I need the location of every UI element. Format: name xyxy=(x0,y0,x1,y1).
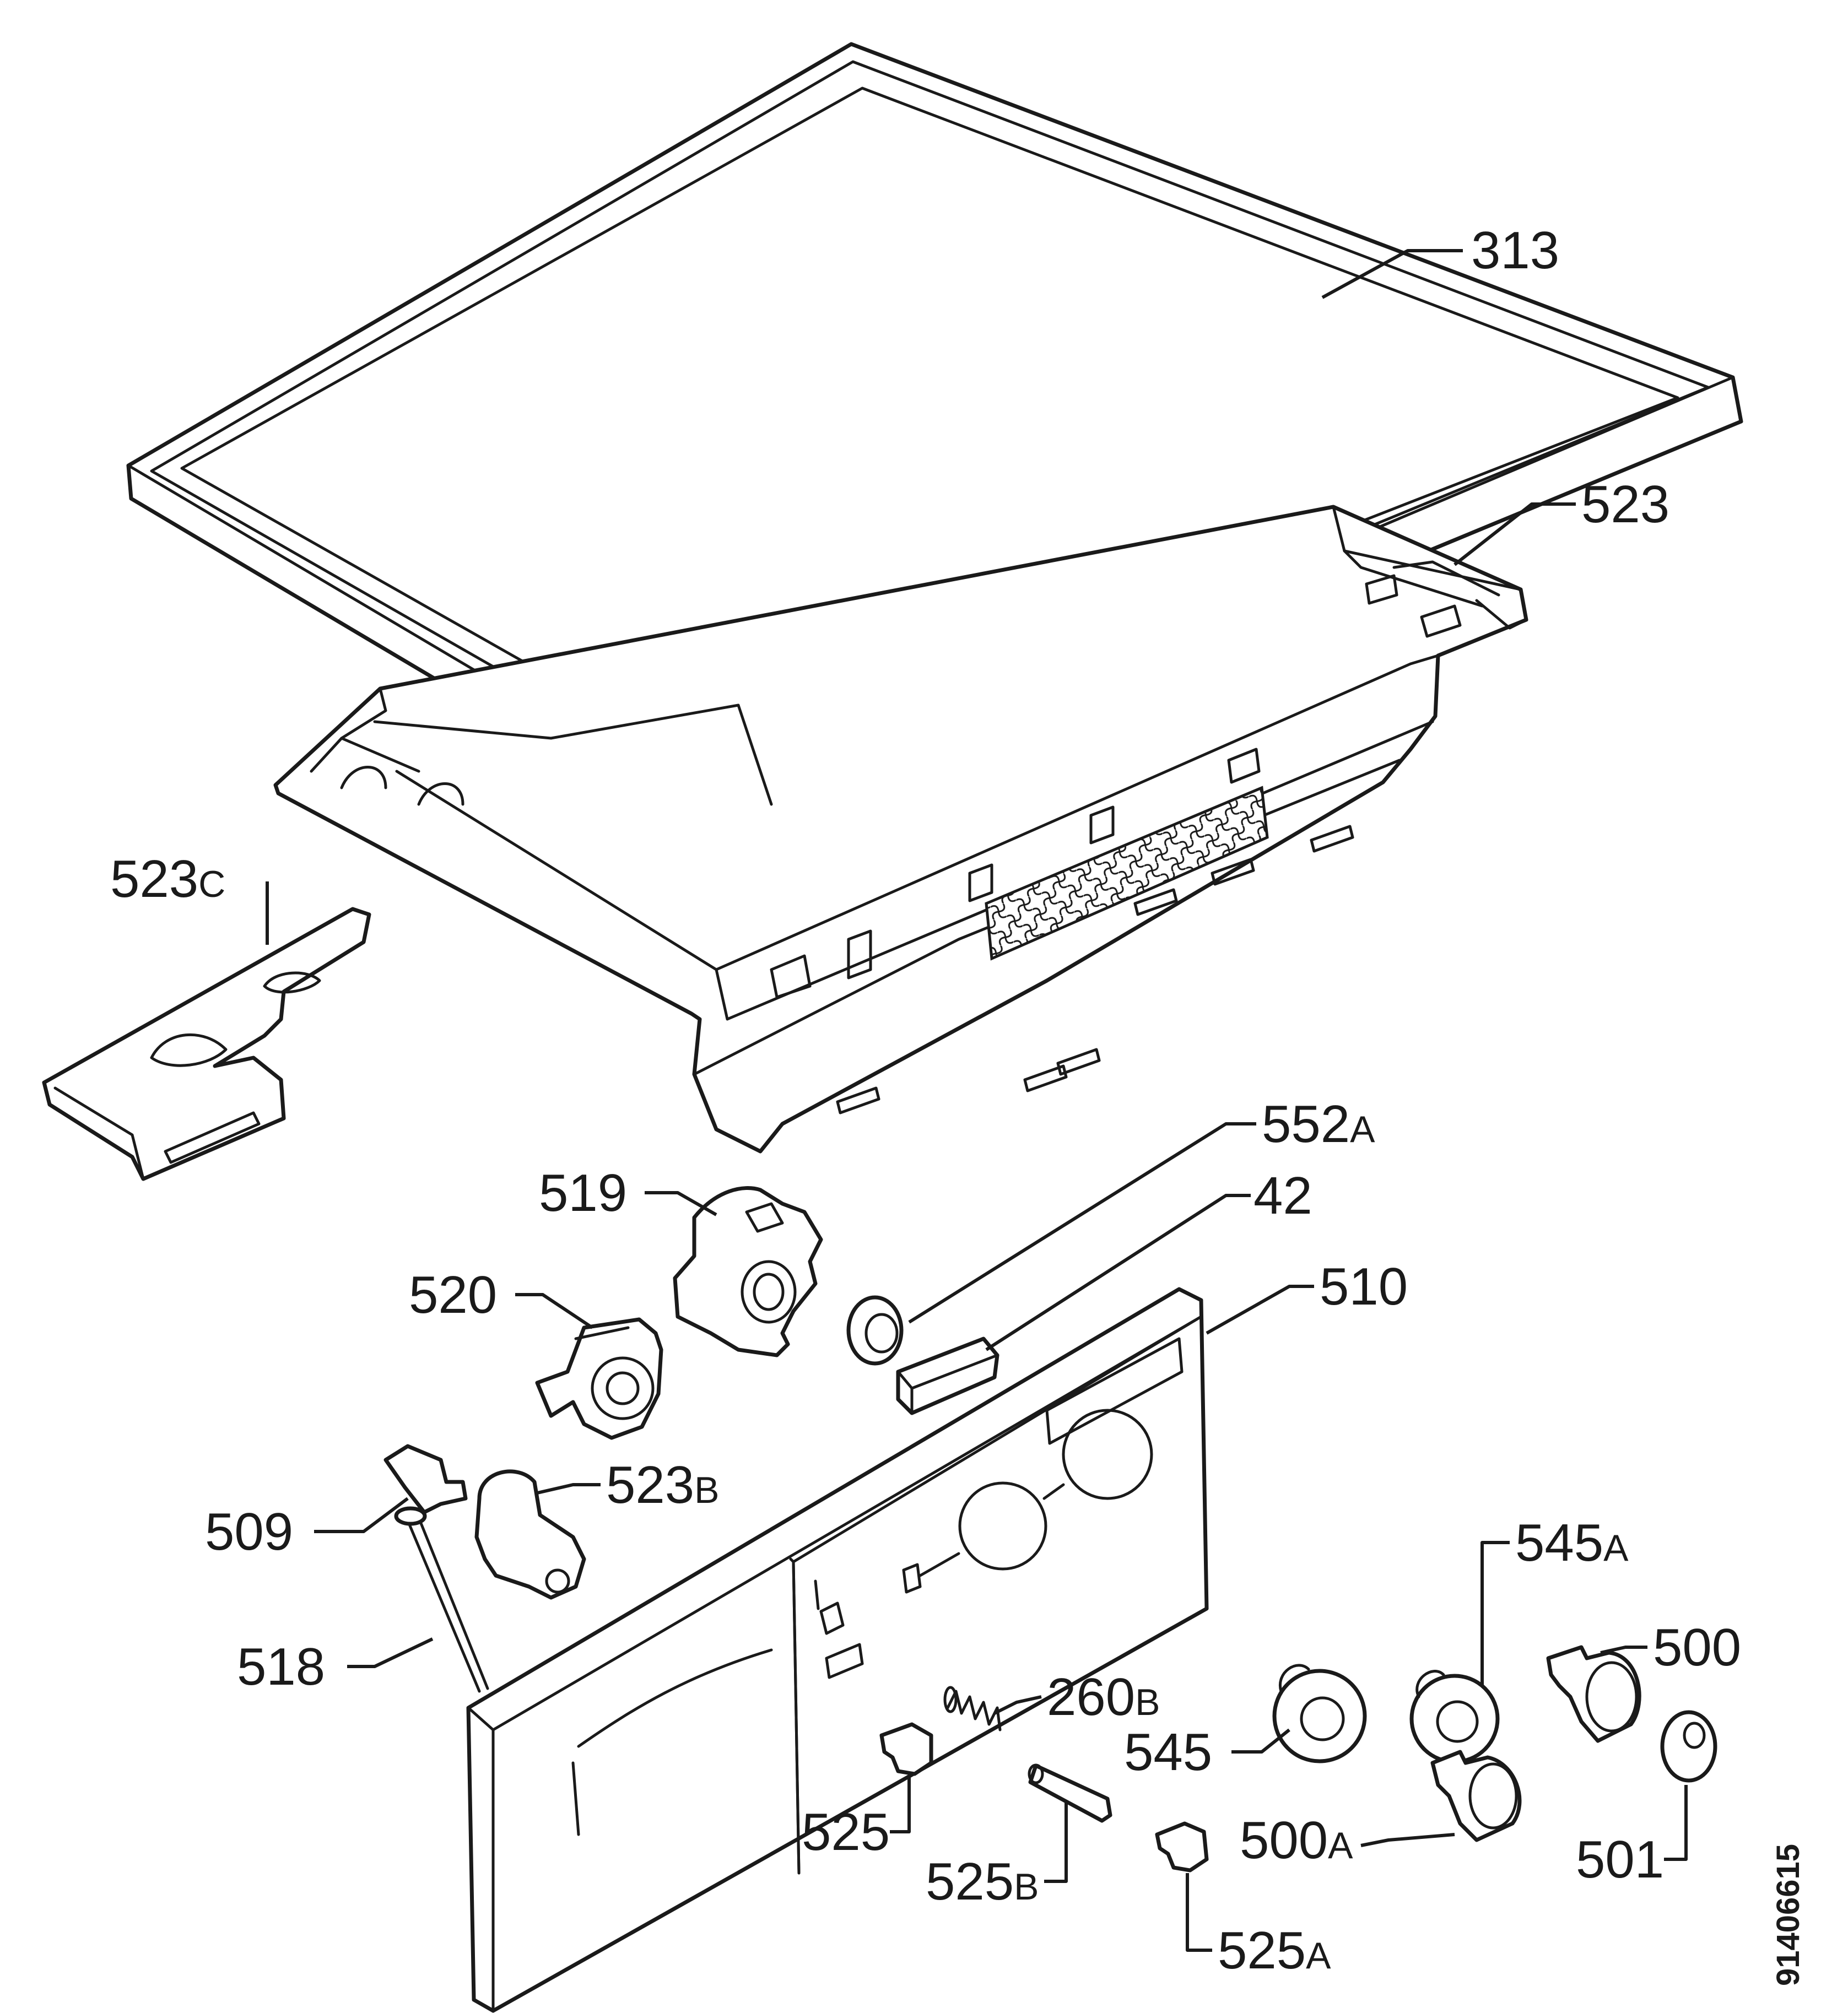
callout-525a: 525A xyxy=(1218,1921,1331,1980)
leader-523 xyxy=(1453,502,1576,566)
callout-525: 525 xyxy=(802,1803,890,1862)
leader-lines xyxy=(266,249,1688,1952)
leader-519 xyxy=(645,1191,717,1216)
part-519 xyxy=(673,1186,823,1357)
part-523b xyxy=(474,1469,586,1600)
part-42 xyxy=(896,1336,999,1415)
callout-500a: 500A xyxy=(1240,1811,1353,1870)
part-509 xyxy=(383,1444,468,1514)
part-552a xyxy=(846,1295,904,1366)
control-fascia xyxy=(466,1287,1209,2013)
callout-260b: 260B xyxy=(1047,1668,1160,1727)
button-525 xyxy=(879,1722,933,1776)
leader-552a xyxy=(908,1122,1256,1324)
leader-518 xyxy=(347,1637,434,1668)
callout-labels: 313 523 523C 552A 42 519 510 520 523B 50… xyxy=(110,221,1741,1980)
part-518 xyxy=(394,1506,489,1693)
bracket-523c xyxy=(42,907,371,1181)
leader-42 xyxy=(985,1194,1251,1351)
leader-500 xyxy=(1600,1646,1647,1654)
leader-510 xyxy=(1206,1285,1314,1335)
knob-545a xyxy=(1409,1670,1500,1764)
callout-500: 500 xyxy=(1653,1618,1741,1677)
knob-545 xyxy=(1272,1664,1367,1763)
callout-42: 42 xyxy=(1253,1166,1312,1225)
callout-525b: 525B xyxy=(926,1852,1039,1911)
callout-552a: 552A xyxy=(1262,1095,1375,1154)
leader-260b xyxy=(993,1695,1042,1715)
leader-545a xyxy=(1480,1541,1510,1686)
leader-525a xyxy=(1186,1873,1212,1952)
callout-519: 519 xyxy=(539,1164,627,1222)
knob-500 xyxy=(1546,1645,1641,1743)
callout-545a: 545A xyxy=(1515,1513,1629,1572)
callout-501: 501 xyxy=(1576,1830,1664,1889)
callout-518: 518 xyxy=(237,1637,325,1696)
leader-501 xyxy=(1664,1785,1688,1861)
callout-510: 510 xyxy=(1320,1257,1408,1316)
pin-525b xyxy=(1028,1763,1112,1823)
callout-313: 313 xyxy=(1471,221,1559,280)
knob-500a xyxy=(1430,1750,1522,1842)
callout-523: 523 xyxy=(1581,475,1669,534)
leader-500a xyxy=(1360,1833,1455,1847)
part-520 xyxy=(535,1317,663,1440)
washer-501 xyxy=(1660,1710,1717,1783)
control-panel-frame xyxy=(273,505,1528,1154)
document-number: 91406615 xyxy=(1770,1844,1806,1986)
worktop-lid xyxy=(126,42,1743,850)
leader-523b xyxy=(537,1483,601,1495)
callout-509: 509 xyxy=(205,1502,293,1561)
leader-313 xyxy=(1321,249,1463,299)
leader-525b xyxy=(1044,1801,1068,1883)
callout-523c: 523C xyxy=(110,849,225,908)
leader-520 xyxy=(515,1293,593,1329)
leader-525 xyxy=(890,1777,911,1833)
leader-545 xyxy=(1231,1728,1290,1754)
button-525a xyxy=(1155,1821,1209,1873)
leader-509 xyxy=(314,1497,409,1533)
callout-523b: 523B xyxy=(606,1455,720,1514)
callout-545: 545 xyxy=(1124,1723,1212,1782)
callout-520: 520 xyxy=(409,1265,497,1324)
